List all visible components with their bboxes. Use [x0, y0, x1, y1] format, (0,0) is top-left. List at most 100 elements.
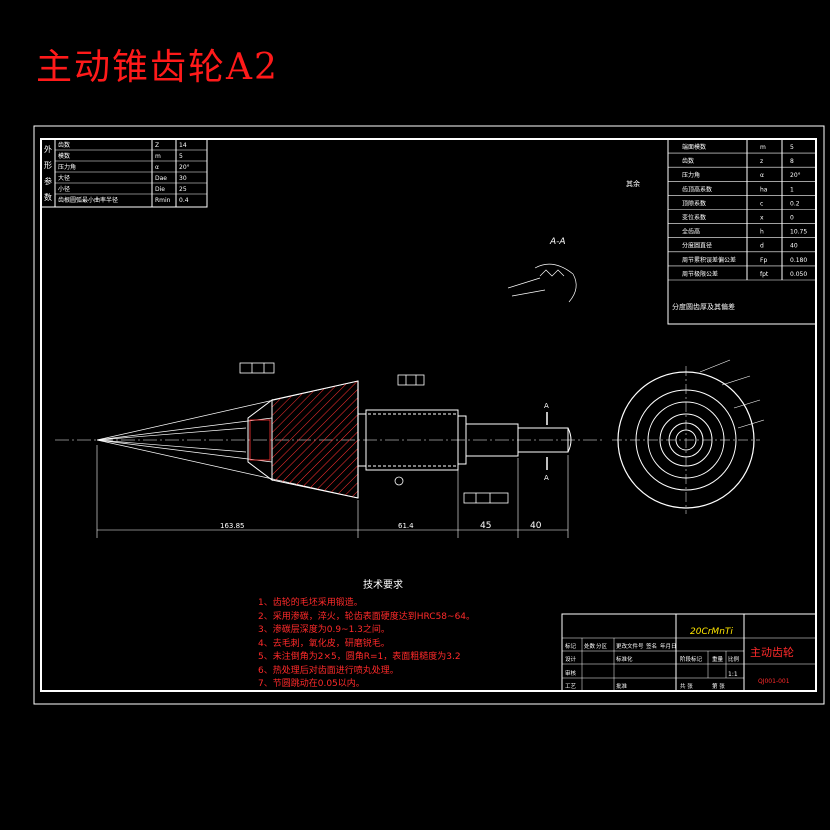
right-table-name: 周节极限公差: [682, 270, 718, 278]
gear-head: [247, 380, 359, 499]
drawing-no: QJ001-001: [758, 678, 790, 685]
shaft: [357, 409, 572, 471]
right-table-symbol: h: [760, 229, 764, 236]
left-table-symbol: m: [155, 153, 161, 160]
right-table-name: 周节累积误差偏公差: [682, 256, 736, 264]
title-block-label: 审核: [565, 669, 577, 677]
left-table-name: 齿根圆弧最小曲率半径: [58, 196, 118, 204]
dim-mid: 61.4: [398, 522, 414, 530]
drawing-title: 主动锥齿轮A2: [36, 47, 279, 88]
left-table-symbol: α: [155, 164, 159, 171]
right-table-value: 20°: [790, 172, 801, 179]
left-table-symbol: Z: [155, 142, 159, 149]
section-a-a: [507, 263, 577, 303]
requirement-item: 6、热处理后对齿面进行喷丸处理。: [258, 665, 399, 676]
title-block-label: 分区: [596, 642, 608, 650]
outer-frame: [33, 125, 825, 705]
inner-frame: [40, 138, 817, 692]
svg-text:A: A: [544, 474, 549, 482]
title-block-label: 处数: [584, 642, 596, 650]
title-block-label: 共 张: [680, 682, 693, 690]
left-table-symbol: Dae: [155, 175, 167, 182]
right-table-symbol: fpt: [760, 271, 769, 278]
right-table-value: 10.75: [790, 229, 807, 236]
title-block-label: 工艺: [565, 683, 577, 690]
requirements-heading: 技术要求: [363, 580, 403, 591]
scale: 1:1: [728, 671, 738, 678]
left-table-name: 压力角: [58, 163, 76, 171]
right-table-name: 端面模数: [682, 143, 706, 151]
right-table-name: 分度圆直径: [682, 242, 712, 250]
title-block-label: 重量: [712, 655, 724, 663]
right-table-symbol: Fp: [760, 257, 767, 264]
title-block-label: 设计: [565, 655, 577, 663]
title-block-label: 阶段标记: [680, 655, 703, 663]
right-table-value: 5: [790, 144, 794, 151]
section-markers: A A: [544, 402, 549, 482]
right-table-name: 齿顶高系数: [682, 185, 712, 193]
svg-text:数: 数: [44, 192, 52, 202]
title-block-label: 标准化: [616, 655, 633, 663]
left-table-value: 30: [179, 175, 187, 182]
requirement-item: 7、节圆跳动在0.05以内。: [258, 679, 365, 689]
right-table-symbol: z: [760, 158, 763, 165]
right-table-name: 齿数: [682, 157, 694, 165]
right-table-name: 全齿高: [682, 228, 700, 236]
left-table-name: 齿数: [58, 141, 70, 149]
left-table-value: 25: [179, 186, 187, 193]
section-label: A-A: [549, 237, 566, 247]
dim-40: 40: [530, 521, 542, 531]
svg-text:参: 参: [44, 176, 52, 186]
title-block-label: 标记: [565, 642, 577, 650]
right-table-value: 0.180: [790, 257, 807, 264]
right-table-name: 变位系数: [682, 214, 706, 222]
left-table-value: 14: [179, 142, 187, 149]
left-table-value: 0.4: [179, 197, 189, 204]
title-block-label: 签名: [646, 642, 657, 650]
right-table-value: 8: [790, 158, 794, 165]
dim-45: 45: [480, 521, 491, 531]
dim-left: 163.85: [220, 522, 245, 530]
right-table-value: 1: [790, 186, 794, 193]
left-table-name: 大径: [58, 174, 70, 182]
svg-text:形: 形: [44, 161, 52, 170]
note-tag: 其余: [626, 179, 640, 188]
title-block-label: 比例: [728, 655, 740, 663]
technical-requirements: 技术要求 1、齿轮的毛坯采用锻造。2、采用渗碳，淬火，轮齿表面硬度达到HRC58…: [258, 576, 508, 692]
left-table-name: 小径: [58, 185, 70, 193]
left-table-value: 20°: [179, 164, 190, 171]
title-block-label: 年月日: [660, 642, 677, 650]
title-block-label: 批准: [616, 682, 628, 690]
right-table-symbol: d: [760, 243, 764, 250]
right-table-footer: 分度圆齿厚及其偏差: [672, 302, 735, 311]
svg-text:A: A: [544, 402, 549, 410]
requirement-item: 5、未注倒角为2×5，圆角R=1，表面粗糙度为3.2: [258, 652, 461, 662]
svg-text:外: 外: [44, 144, 52, 154]
part-name: 主动齿轮: [750, 645, 794, 659]
left-table-symbol: Rmin: [155, 197, 171, 204]
requirement-item: 2、采用渗碳，淬火，轮齿表面硬度达到HRC58~64。: [258, 611, 476, 622]
dimension-lines: [96, 445, 569, 538]
right-table-name: 顶隙系数: [682, 199, 706, 207]
right-table-symbol: m: [760, 144, 766, 151]
right-table-value: 0: [790, 215, 794, 222]
tolerance-frames: [239, 362, 509, 504]
right-table-value: 0.2: [790, 200, 800, 207]
right-table-symbol: c: [760, 200, 763, 207]
title-block: [561, 613, 817, 692]
right-table-value: 40: [790, 243, 798, 250]
left-table-name: 模数: [58, 152, 70, 160]
requirement-item: 4、去毛刺，氧化皮，研磨锐毛。: [258, 638, 390, 649]
right-table-symbol: x: [760, 215, 764, 222]
title-block-label: 第 张: [712, 682, 725, 690]
right-table-symbol: α: [760, 172, 764, 179]
right-table-name: 压力角: [682, 171, 700, 179]
requirement-item: 3、渗碳层深度为0.9~1.3之间。: [258, 625, 390, 635]
left-table-value: 5: [179, 153, 183, 160]
end-view: [612, 359, 765, 514]
right-table-value: 0.050: [790, 271, 807, 278]
material: 20CrMnTi: [690, 627, 733, 637]
